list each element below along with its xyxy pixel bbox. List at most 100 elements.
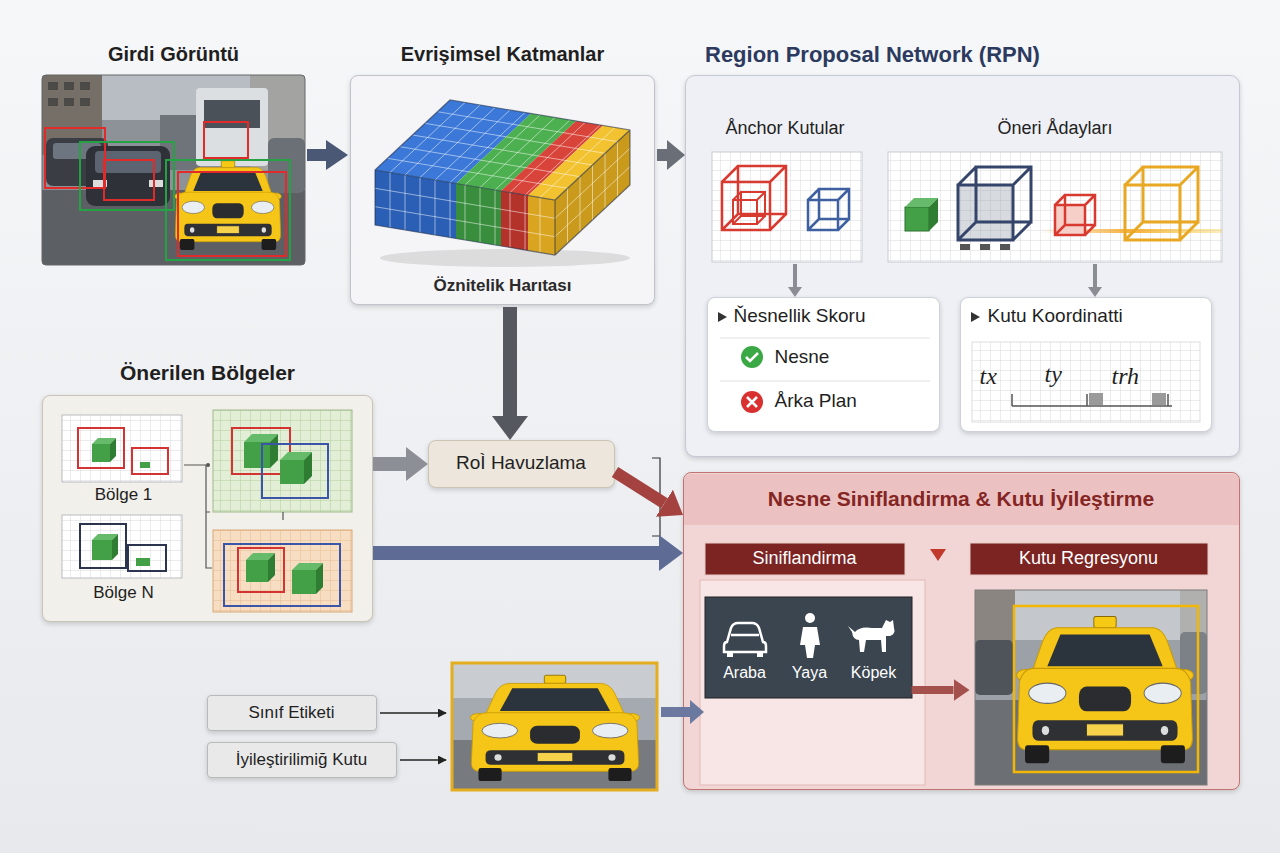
region-grids	[268, 553, 275, 582]
proposal-grid	[1055, 195, 1095, 235]
proposed-regions-panel: Önerilen BölgelerBölge 1Bölge N	[42, 355, 373, 622]
node-title: Evrişimsel Katmanlar	[401, 42, 604, 66]
proposal-grid	[1040, 229, 1222, 233]
regression-photo	[975, 700, 1207, 785]
classification-panel-art	[684, 474, 1239, 525]
proposal-grid	[929, 198, 938, 231]
region-grids	[184, 465, 283, 568]
text-slot: Ňesnellik Skoru	[734, 305, 934, 328]
flow-arrow	[657, 149, 667, 161]
classification-panel-art	[848, 620, 895, 652]
input-image-panel: Girdi Görüntü	[40, 40, 307, 267]
node-text: tx	[980, 362, 997, 391]
input-photo	[86, 146, 170, 206]
region-grids	[244, 442, 270, 468]
proposal-grid	[905, 207, 929, 231]
region-grids	[246, 553, 275, 560]
coordinate-grid	[971, 312, 1200, 422]
input-photo	[160, 115, 200, 170]
output-photo	[452, 740, 657, 790]
node-title: RoÌ Havuzlama	[456, 452, 586, 475]
input-photo	[80, 142, 174, 210]
region-grids	[292, 570, 316, 594]
box-regression-box: Kutu Regresyonu	[970, 543, 1208, 785]
input-photo	[45, 122, 290, 260]
input-photo	[42, 190, 305, 265]
region-thumbnails	[78, 428, 124, 468]
regression-photo	[975, 590, 1207, 640]
region-thumbnails	[112, 534, 118, 560]
objectness-icons	[741, 391, 763, 413]
node-title: Bölge 1	[95, 485, 153, 505]
roi-pooling-box: RoÌ Havuzlama	[428, 440, 615, 488]
coordinate-grid	[971, 312, 980, 322]
anchor-grid	[712, 152, 862, 262]
text-slot: RoÌ Havuzlama	[428, 452, 615, 475]
proposal-grid	[958, 185, 1013, 240]
flow-arrow	[307, 149, 326, 161]
leader-arrows	[380, 700, 704, 760]
region-thumbnails	[110, 438, 116, 462]
region-grids	[292, 563, 323, 570]
regression-photo	[1017, 617, 1194, 764]
coordinate-grid	[1012, 394, 1172, 406]
node-title: Girdi Görüntü	[108, 42, 239, 66]
objectness-card: Ňesnellik SkoruNesneÅrka Plan	[707, 297, 940, 432]
input-photo	[42, 75, 305, 265]
region-thumbnail: Bölge 1	[60, 412, 187, 507]
text-slot: tx	[980, 362, 1020, 391]
input-photo	[268, 138, 305, 193]
feature-map-block	[375, 103, 630, 253]
flow-arrow	[615, 472, 664, 503]
output-photo	[452, 663, 657, 790]
text-slot: Kutu Regresyonu	[970, 548, 1208, 570]
rpn-panel: Region Proposal Network (RPN)Ånchor Kutu…	[685, 35, 1240, 457]
regression-photo	[975, 640, 1013, 695]
region-grids	[213, 530, 352, 612]
node-text: trh	[1112, 362, 1140, 391]
coordinate-grid	[1089, 393, 1103, 405]
region-thumbnails	[136, 558, 150, 566]
region-thumbnails	[92, 540, 112, 560]
node-title: Kutu Regresyonu	[1019, 548, 1158, 570]
region-grids	[213, 410, 352, 512]
region-grids	[206, 463, 210, 467]
text-slot: Öznitelik Harıtası	[350, 276, 655, 296]
leader-arrows	[661, 707, 690, 717]
output-photo	[470, 675, 639, 781]
flow-arrow	[912, 686, 954, 694]
input-photo	[149, 180, 163, 187]
text-slot: Nesne Siniflandirma & Kutu İyileştirme	[683, 486, 1240, 511]
text-slot: Evrişimsel Katmanlar	[348, 42, 657, 66]
region-grids	[224, 544, 340, 606]
input-photo	[178, 172, 286, 256]
node-text: Köpek	[851, 663, 896, 682]
node-text: Öznitelik Harıtası	[434, 276, 572, 296]
output-photo	[452, 663, 657, 790]
text-slot: ty	[1045, 360, 1085, 389]
bracket-line	[652, 458, 660, 536]
input-photo	[48, 82, 90, 106]
classification-panel-art	[724, 623, 766, 652]
text-slot: Yaya	[787, 663, 833, 682]
flow-arrow	[503, 307, 517, 416]
region-grids	[316, 563, 323, 594]
text-slot: trh	[1112, 362, 1162, 391]
region-grids	[280, 452, 312, 460]
flow-arrow	[373, 546, 659, 560]
feature-map-block	[501, 191, 528, 251]
text-slot: Araba	[717, 663, 773, 682]
node-text: Araba	[723, 663, 766, 682]
conv-layers-panel: Evrişimsel KatmanlarÖznitelik Harıtası	[348, 40, 657, 307]
objectness-icons	[747, 397, 757, 407]
panel-frame	[42, 395, 373, 622]
feature-map-block	[528, 126, 630, 201]
text-slot: Årka Plan	[775, 390, 925, 413]
region-thumbnails	[92, 438, 116, 444]
feature-map-block	[501, 121, 603, 196]
classification-panel-art	[805, 613, 815, 623]
text-slot: İyileştirilimiğ Kutu	[207, 750, 397, 770]
region-thumbnails	[132, 448, 168, 474]
